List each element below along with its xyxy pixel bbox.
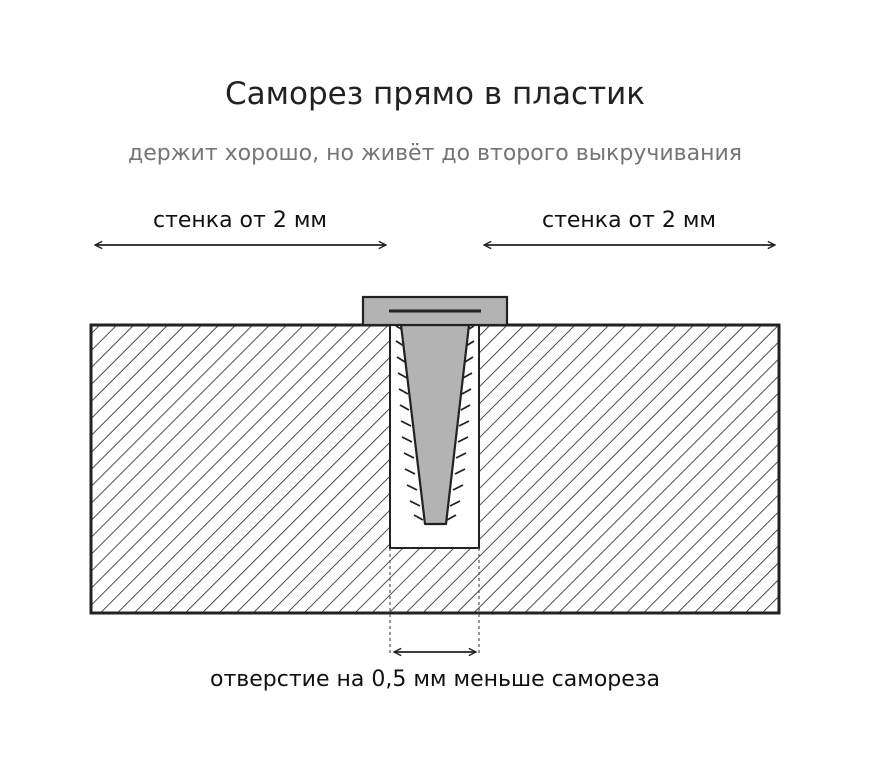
diagram-title: Саморез прямо в пластик <box>225 76 645 112</box>
diagram-subtitle: держит хорошо, но живёт до второго выкру… <box>128 141 742 166</box>
left-wall-label: стенка от 2 мм <box>153 208 327 233</box>
thread-cuts <box>395 325 475 521</box>
right-wall-label: стенка от 2 мм <box>542 208 716 233</box>
hole-label: отверстие на 0,5 мм меньше самореза <box>210 667 660 692</box>
